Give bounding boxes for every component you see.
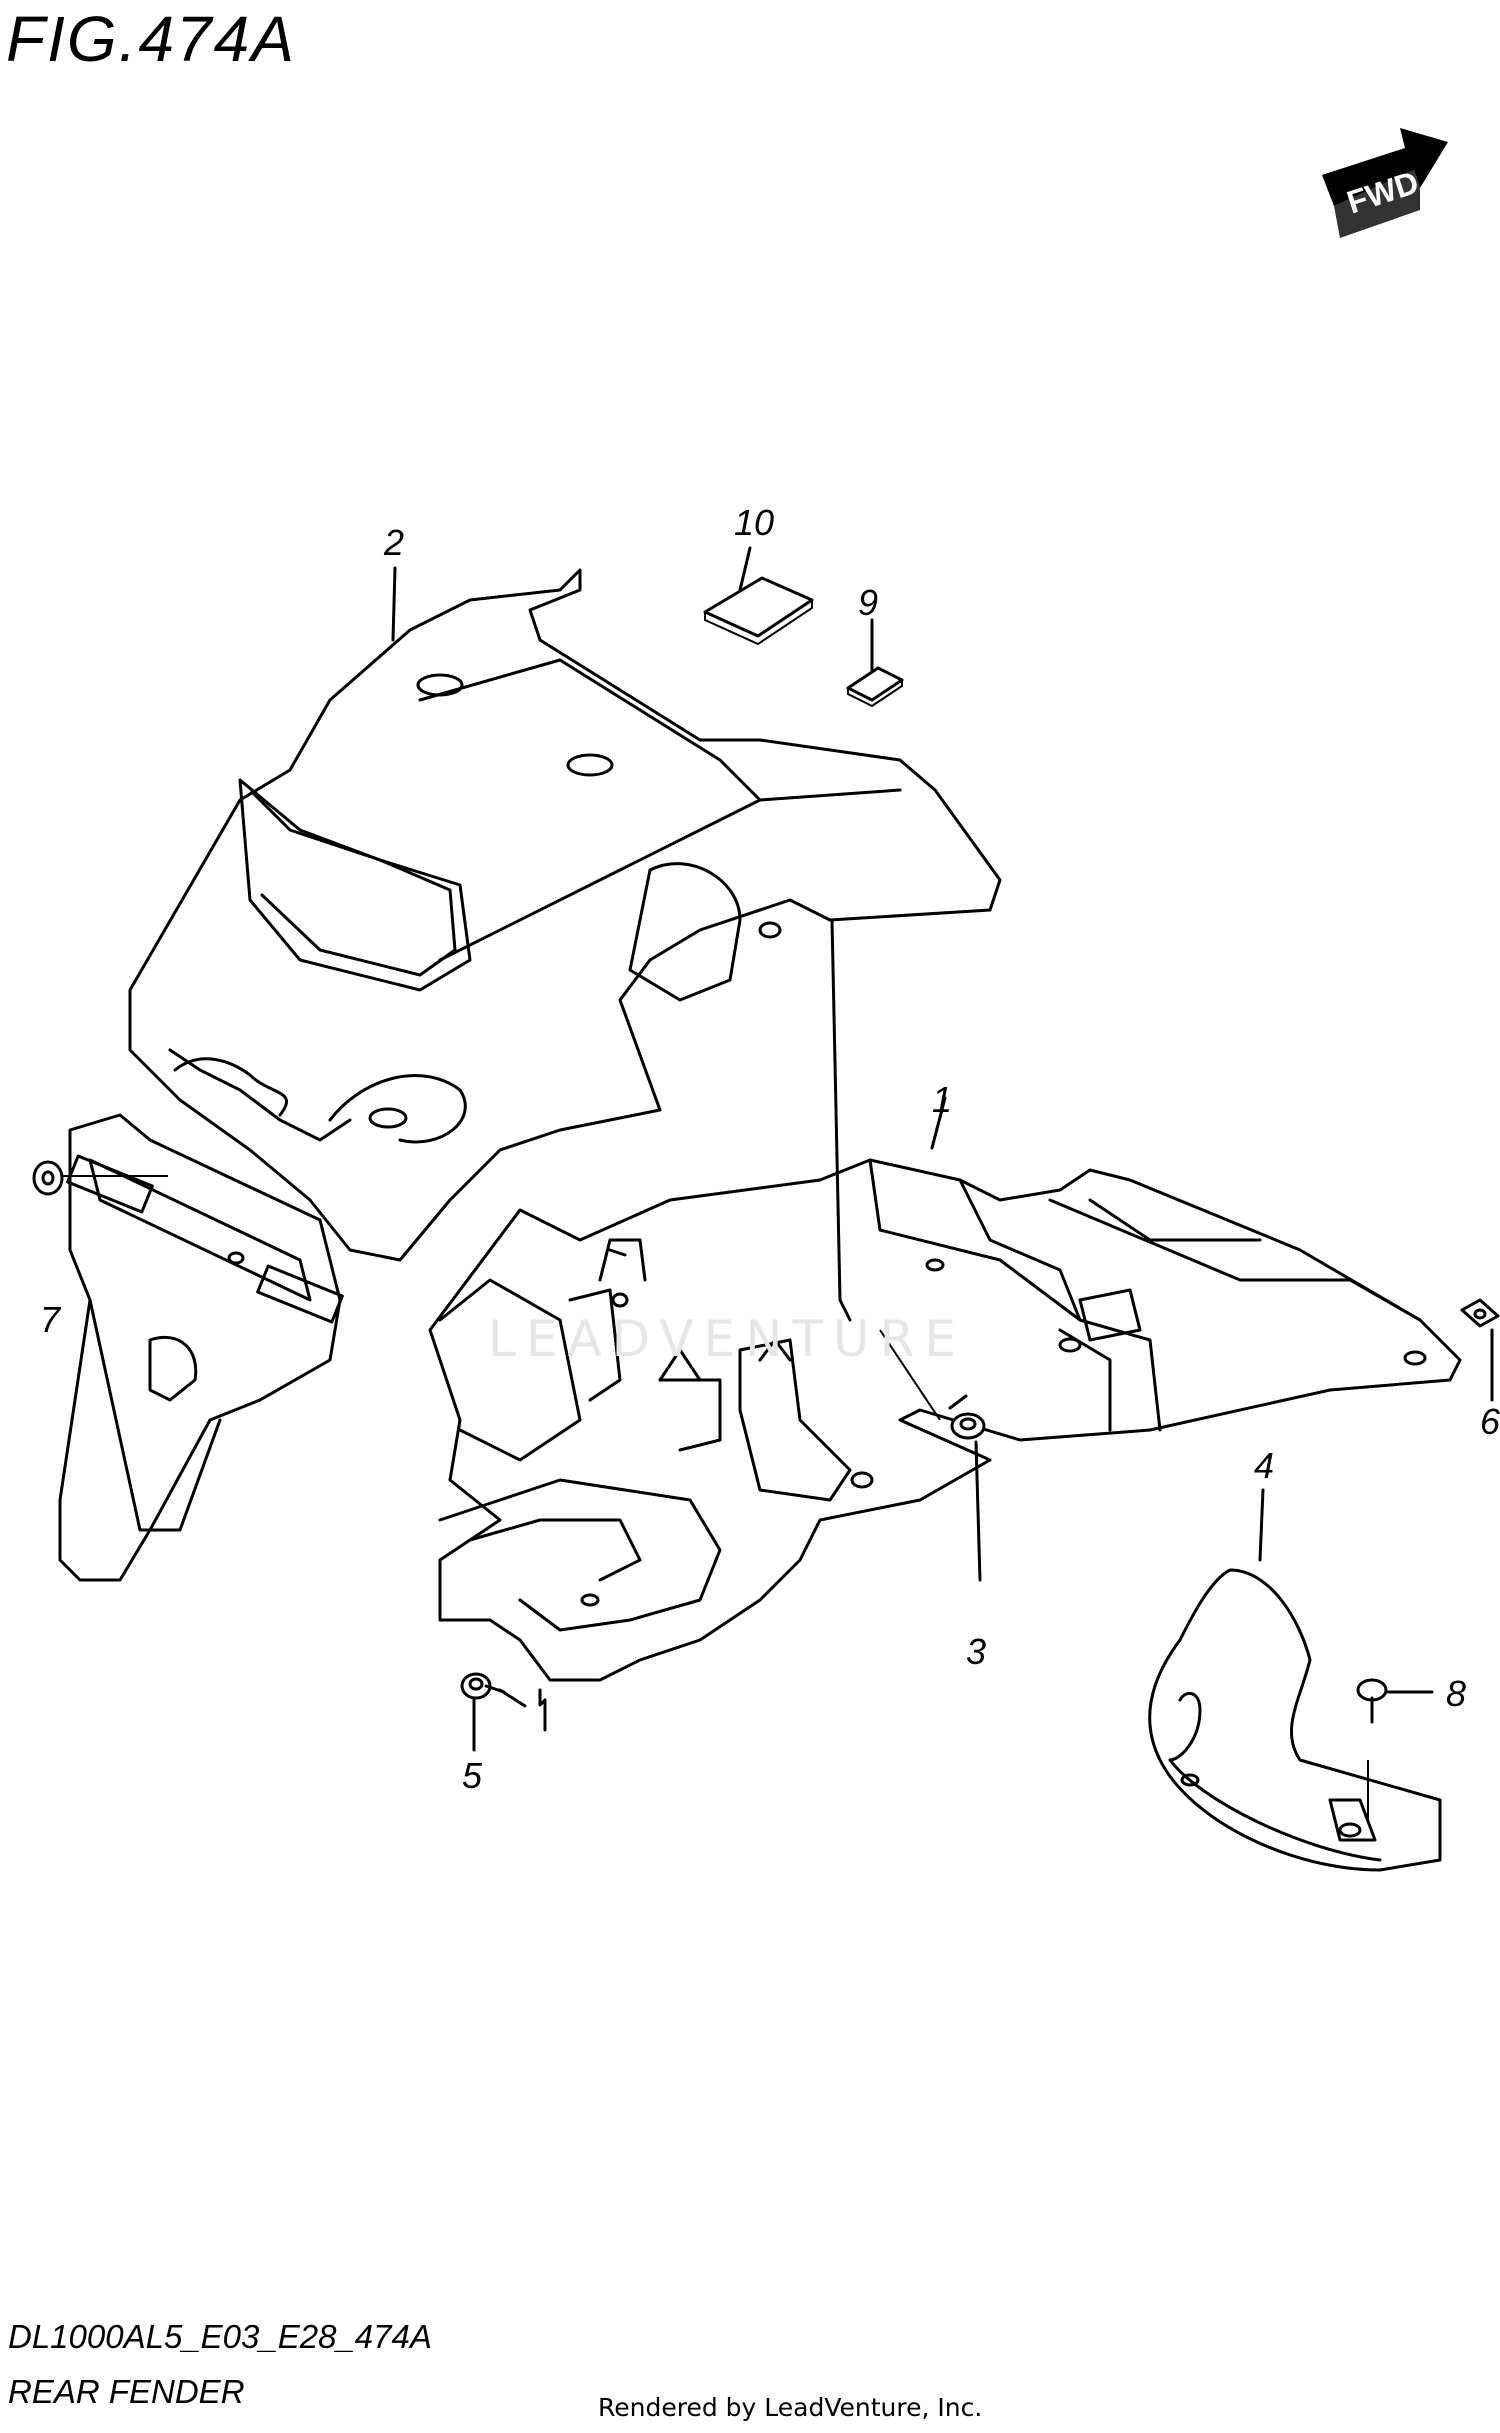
figure-name: REAR FENDER <box>8 2373 245 2410</box>
callout-5: 5 <box>462 1755 483 1796</box>
fwd-arrow-icon: FWD <box>1322 128 1448 238</box>
part-2-upper-fender <box>128 566 1002 1262</box>
part-9-pad <box>846 618 904 708</box>
part-7-cushion <box>32 1160 168 1196</box>
part-1-rear-fender <box>428 918 1462 1732</box>
figure-title: FIG.474A <box>6 3 296 75</box>
callout-3: 3 <box>966 1631 986 1672</box>
part-3-screw <box>879 1329 986 1582</box>
rear-mudguard <box>58 1113 344 1582</box>
callout-4: 4 <box>1254 1445 1274 1486</box>
rendered-by-credit: Rendered by LeadVenture, Inc. <box>598 2393 983 2422</box>
watermark-text: LEADVENTURE <box>488 1310 966 1368</box>
part-6-nut <box>1460 1298 1500 1402</box>
callout-9: 9 <box>858 582 878 623</box>
callout-8: 8 <box>1446 1673 1466 1714</box>
part-8-screw <box>1356 1678 1434 1820</box>
callout-7: 7 <box>40 1299 62 1340</box>
callout-1: 1 <box>932 1079 952 1120</box>
part-10-pad <box>703 546 814 646</box>
callout-6: 6 <box>1480 1401 1500 1442</box>
callout-2: 2 <box>383 522 404 563</box>
model-code: DL1000AL5_E03_E28_474A <box>8 2318 432 2355</box>
part-4-cover <box>1148 1488 1442 1872</box>
callout-10: 10 <box>734 502 774 543</box>
part-5-screw <box>460 1672 527 1752</box>
